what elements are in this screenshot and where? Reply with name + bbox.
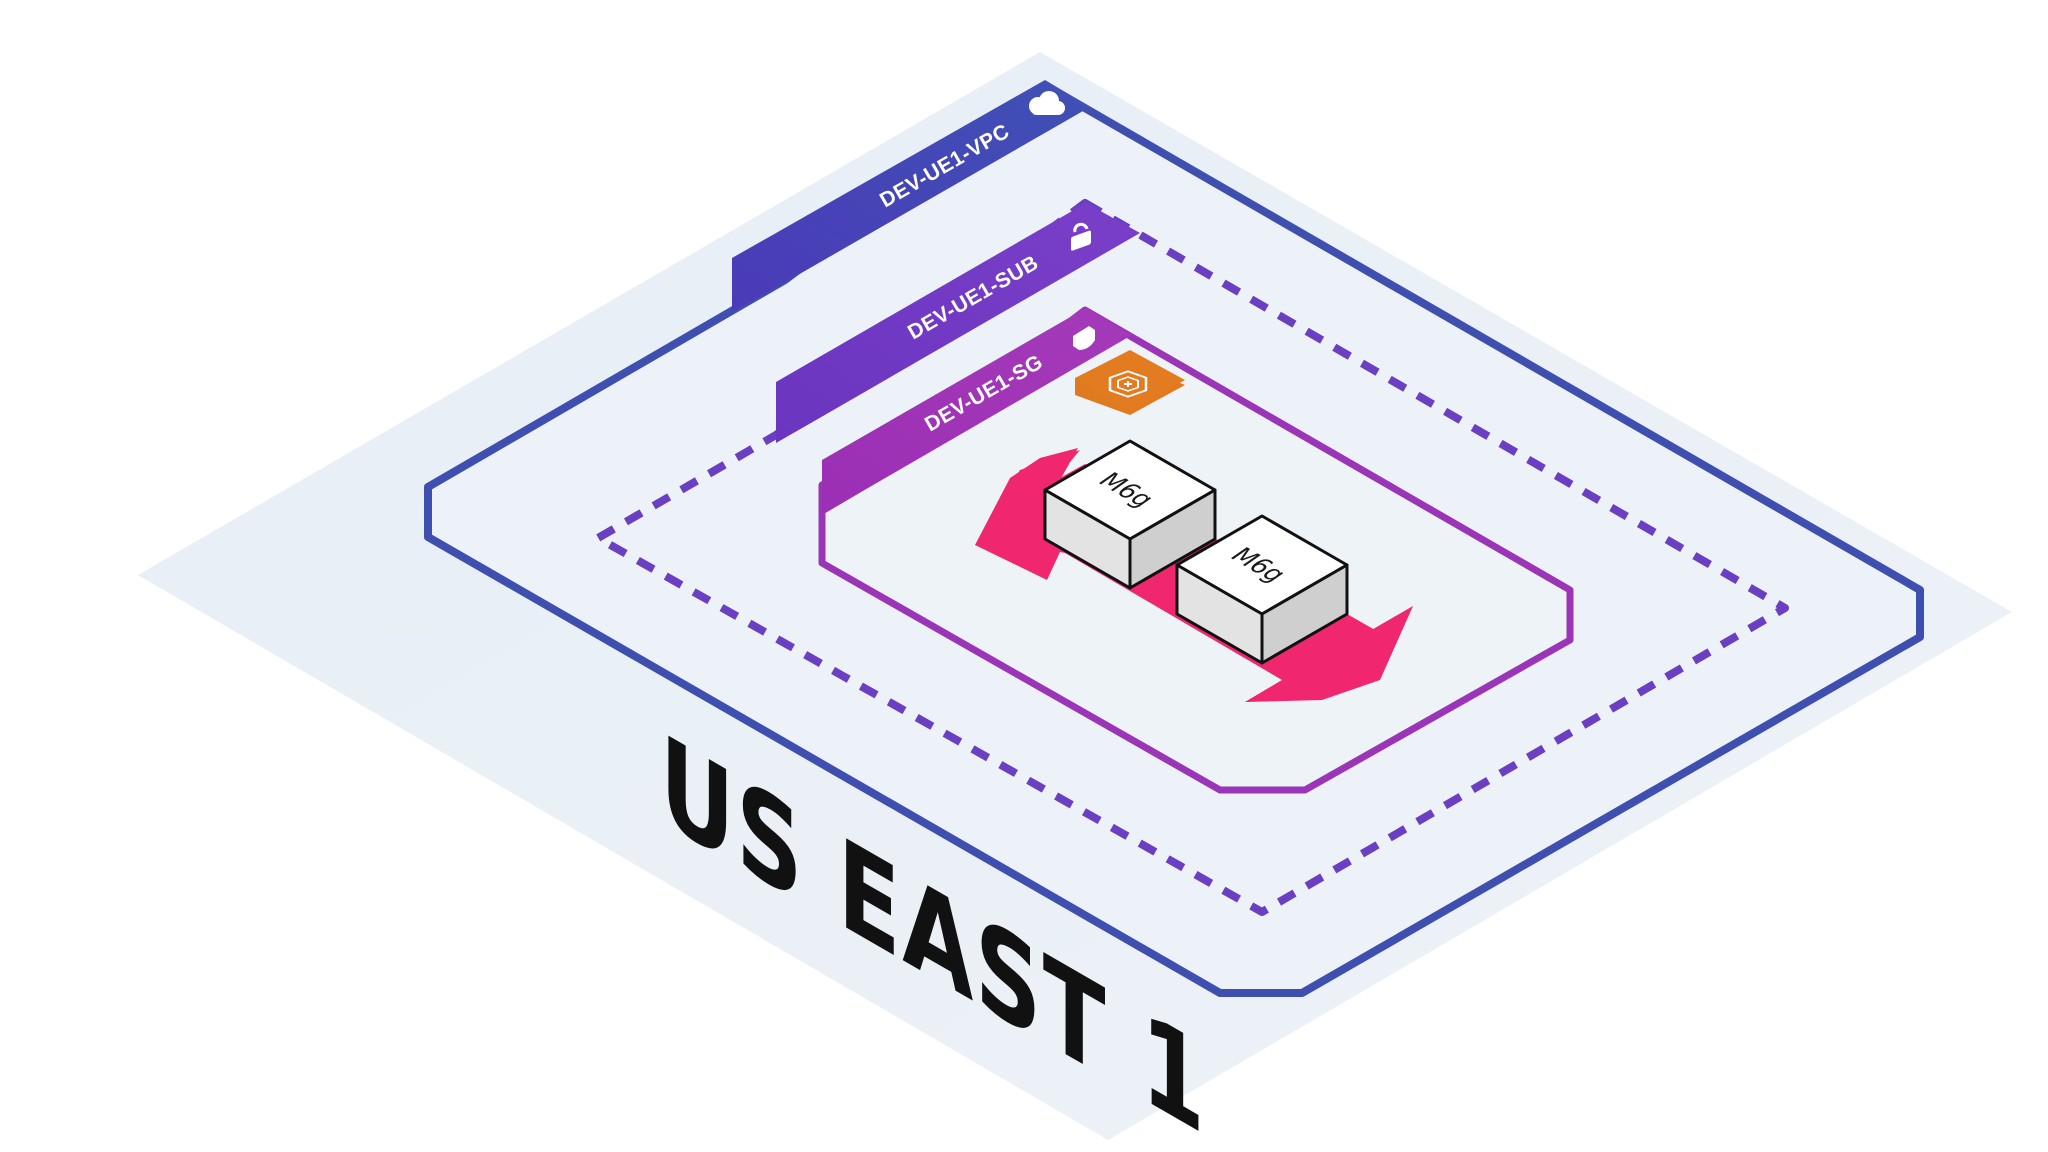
vpc-tab[interactable] xyxy=(732,80,1090,312)
instance-box[interactable]: M6g xyxy=(1175,514,1349,665)
shield-icon xyxy=(1073,326,1095,350)
security-group-tab[interactable] xyxy=(822,308,1132,515)
auto-scaling-badge[interactable] xyxy=(1075,350,1185,415)
auto-scaling-icon xyxy=(1108,370,1148,398)
subnet-tab[interactable] xyxy=(776,203,1140,443)
instance-box[interactable]: M6g xyxy=(1043,439,1217,590)
cloud-icon xyxy=(1029,91,1065,115)
lock-icon xyxy=(1071,222,1091,251)
